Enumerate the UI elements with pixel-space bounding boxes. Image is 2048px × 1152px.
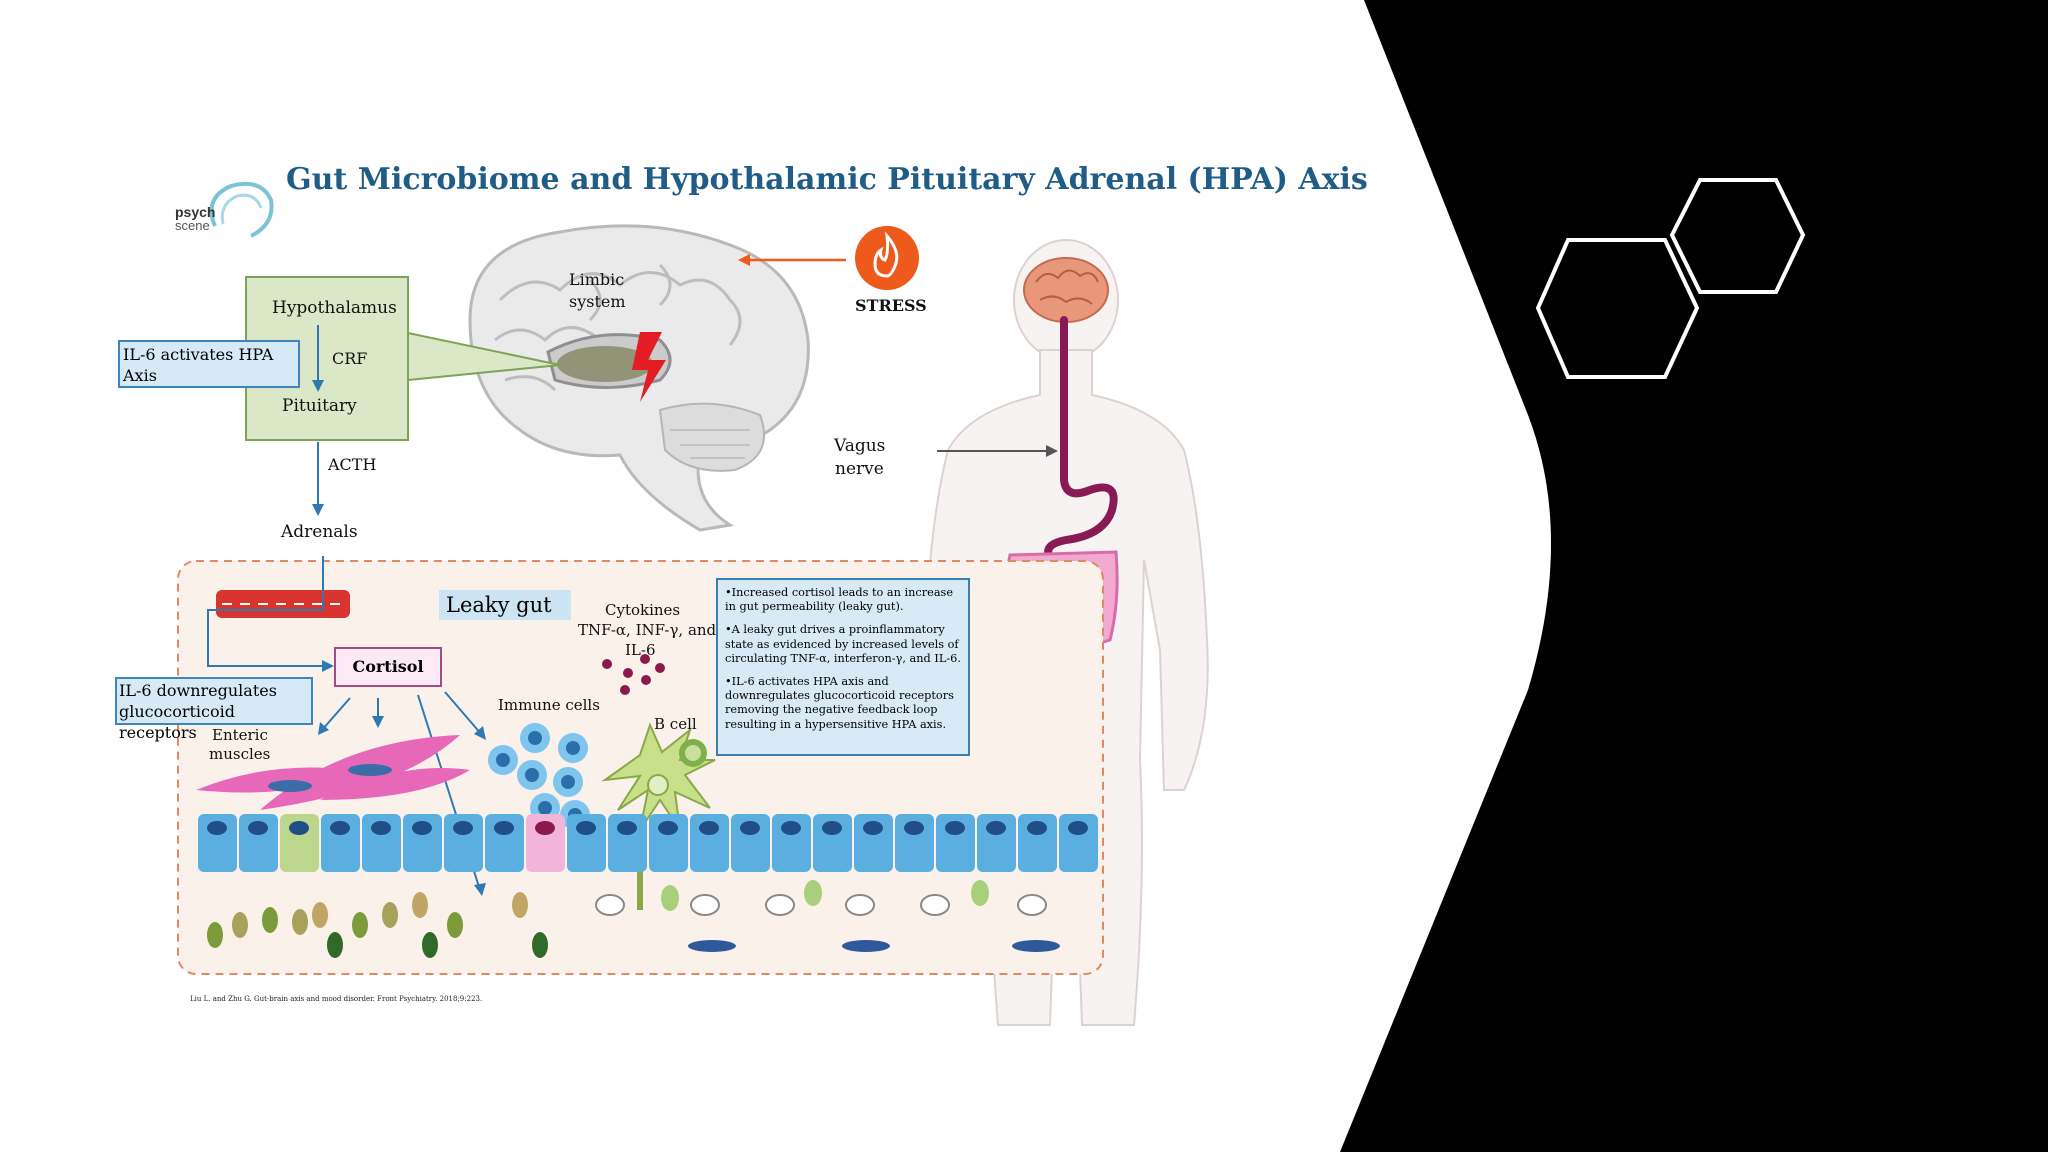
label-acth: ACTH bbox=[328, 455, 377, 474]
cell-nucleus bbox=[740, 821, 760, 835]
lightning-bolt-icon bbox=[632, 332, 666, 402]
microbe-icon bbox=[292, 909, 308, 935]
cell-nucleus bbox=[330, 821, 350, 835]
cell-nucleus bbox=[781, 821, 801, 835]
cell-nucleus bbox=[535, 821, 555, 835]
microbe-icon bbox=[312, 902, 328, 928]
cell-nucleus bbox=[412, 821, 432, 835]
green-bacterium-icon bbox=[661, 885, 679, 911]
logo-swirl-icon bbox=[209, 181, 274, 238]
label-vagus-line2: nerve bbox=[835, 459, 884, 479]
green-bacterium-icon bbox=[804, 880, 822, 906]
cell-nucleus bbox=[494, 821, 514, 835]
bacterium-outline-icon bbox=[595, 894, 625, 916]
label-b-cell: B cell bbox=[654, 715, 697, 733]
crf-arrowhead bbox=[312, 380, 324, 392]
cell-nucleus bbox=[986, 821, 1006, 835]
bacterium-outline-icon bbox=[765, 894, 795, 916]
rod-bacterium-icon bbox=[842, 940, 890, 952]
hexagon-large-icon bbox=[1535, 238, 1700, 379]
label-limbic-line2: system bbox=[569, 292, 626, 311]
rod-bacterium-icon bbox=[1012, 940, 1060, 952]
label-immune-cells: Immune cells bbox=[498, 696, 600, 714]
cortisol-arrowhead bbox=[322, 660, 334, 672]
cell-nucleus bbox=[863, 821, 883, 835]
microbe-icon bbox=[382, 902, 398, 928]
adrenal-cortisol-connector bbox=[207, 556, 328, 667]
enteric-muscles-icon bbox=[196, 735, 470, 810]
label-enteric-line1: Enteric bbox=[212, 726, 268, 744]
bacterium-outline-icon bbox=[920, 894, 950, 916]
cell-nucleus bbox=[658, 821, 678, 835]
microbe-icon bbox=[262, 907, 278, 933]
cell-nucleus bbox=[699, 821, 719, 835]
black-chevron-panel bbox=[1340, 0, 2048, 1152]
cell-nucleus bbox=[617, 821, 637, 835]
vagus-nerve-path bbox=[1044, 316, 1118, 564]
info-box: •Increased cortisol leads to an increase… bbox=[716, 578, 970, 756]
cell-nucleus bbox=[371, 821, 391, 835]
b-cell-nucleus bbox=[685, 745, 701, 761]
hexagon-small-icon bbox=[1669, 178, 1806, 294]
label-crf: CRF bbox=[332, 349, 368, 368]
info-point-1: •Increased cortisol leads to an increase… bbox=[725, 586, 954, 614]
label-adrenals: Adrenals bbox=[281, 522, 358, 542]
label-vagus-line1: Vagus bbox=[834, 436, 886, 456]
microbes-layer bbox=[207, 880, 1060, 958]
cell-nucleus bbox=[1027, 821, 1047, 835]
bacterium-outline-icon bbox=[845, 894, 875, 916]
cell-nucleus bbox=[576, 821, 596, 835]
microbe-icon bbox=[447, 912, 463, 938]
microbe-icon bbox=[352, 912, 368, 938]
cell-nucleus bbox=[945, 821, 965, 835]
cortisol-box: Cortisol bbox=[334, 647, 442, 687]
microbe-icon bbox=[327, 932, 343, 958]
bacterium-outline-icon bbox=[690, 894, 720, 916]
microbe-icon bbox=[422, 932, 438, 958]
citation: Liu L. and Zhu G. Gut-brain axis and moo… bbox=[190, 995, 483, 1003]
cytokine-dots bbox=[602, 654, 665, 695]
cell-nucleus bbox=[453, 821, 473, 835]
stress-arrowhead bbox=[738, 254, 750, 266]
cell-nucleus bbox=[1068, 821, 1088, 835]
diagram-title: Gut Microbiome and Hypothalamic Pituitar… bbox=[286, 162, 1368, 197]
label-limbic-line1: Limbic bbox=[569, 270, 625, 289]
vagus-arrowhead bbox=[1046, 445, 1058, 457]
acth-arrowhead bbox=[312, 504, 324, 516]
label-cytokines-line2: TNF-α, INF-γ, and bbox=[578, 621, 717, 639]
cell-nucleus bbox=[904, 821, 924, 835]
label-stress: STRESS bbox=[855, 296, 927, 315]
cell-nucleus bbox=[248, 821, 268, 835]
label-hypothalamus: Hypothalamus bbox=[272, 298, 397, 318]
logo-text-bottom: scene bbox=[175, 218, 210, 233]
microbe-icon bbox=[232, 912, 248, 938]
microbe-icon bbox=[412, 892, 428, 918]
epithelium-layer[interactable] bbox=[198, 814, 1098, 872]
psych-scene-logo: psych scene bbox=[175, 178, 280, 246]
label-cytokines-line3: IL-6 bbox=[625, 641, 656, 659]
logo-text-top: psych bbox=[175, 204, 216, 220]
label-pituitary: Pituitary bbox=[282, 396, 357, 416]
il6-downregulates-callout: IL-6 downregulates glucocorticoid recept… bbox=[115, 677, 313, 742]
cortisol-arrowheads bbox=[318, 716, 486, 896]
bacterium-outline-icon bbox=[1017, 894, 1047, 916]
cell-nucleus bbox=[289, 821, 309, 835]
il6-activates-callout: IL-6 activates HPA Axis bbox=[118, 340, 300, 388]
green-bacterium-icon bbox=[971, 880, 989, 906]
info-point-3: •IL-6 activates HPA axis and downregulat… bbox=[725, 675, 954, 731]
microbe-icon bbox=[207, 922, 223, 948]
label-enteric-line2: muscles bbox=[209, 745, 271, 763]
cell-nucleus bbox=[207, 821, 227, 835]
rod-bacterium-icon bbox=[688, 940, 736, 952]
body-brain-icon bbox=[1023, 257, 1109, 323]
info-point-2: •A leaky gut drives a proinflammatory st… bbox=[725, 623, 961, 665]
microbe-icon bbox=[532, 932, 548, 958]
leaky-gut-label: Leaky gut bbox=[439, 590, 571, 620]
microbe-icon bbox=[512, 892, 528, 918]
flame-icon bbox=[873, 231, 899, 278]
cell-nucleus bbox=[822, 821, 842, 835]
brain-illustration bbox=[468, 224, 810, 532]
label-cytokines-line1: Cytokines bbox=[605, 601, 681, 619]
